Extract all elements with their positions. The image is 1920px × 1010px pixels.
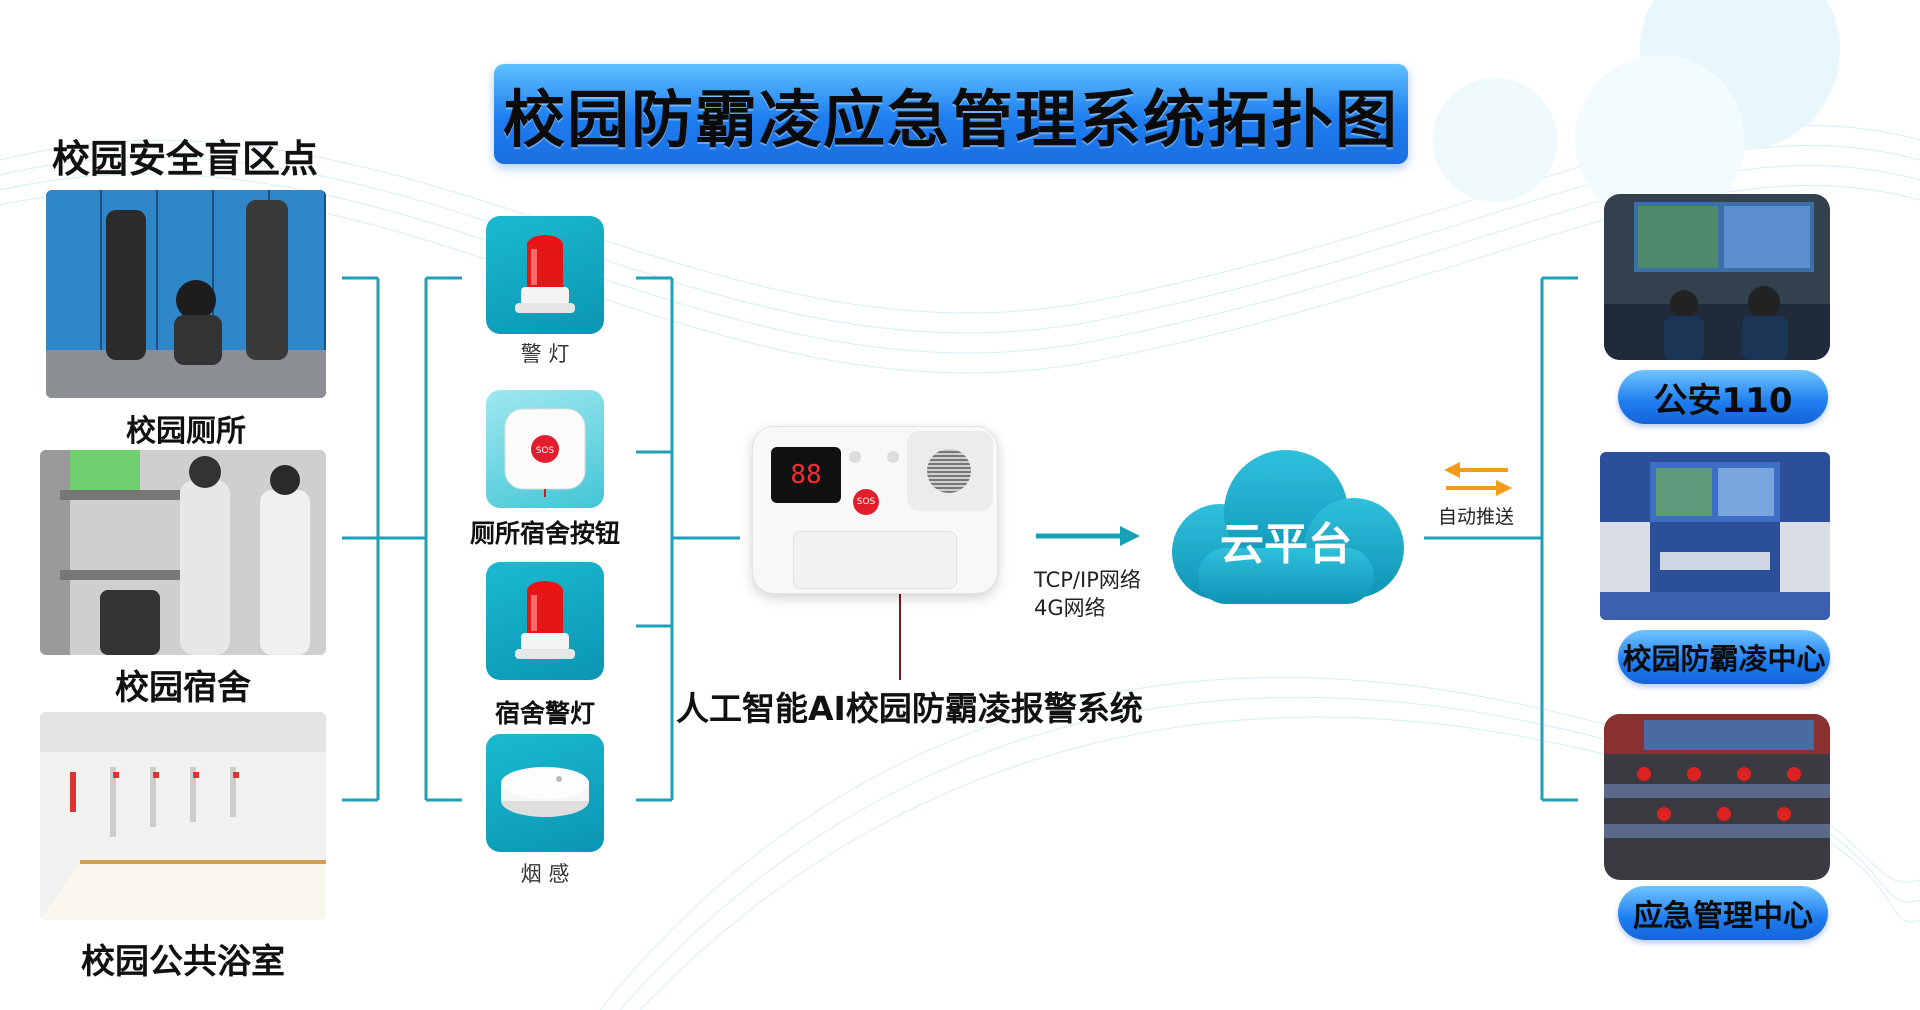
device-label-dorm-warning-light: 宿舍警灯: [494, 699, 595, 728]
device-smoke-detector: [486, 734, 604, 852]
sos-button-icon: SOS: [504, 408, 586, 497]
main-device-label: 人工智能AI校园防霸凌报警系统: [676, 689, 1143, 728]
cloud-label: 云平台: [1220, 519, 1352, 570]
device-label-sos-button: 厕所宿舍按钮: [469, 519, 620, 548]
indicator-light-icon: [849, 451, 861, 463]
speaker-icon: [927, 449, 971, 493]
blind-spot-heading: 校园安全盲区点: [51, 137, 318, 181]
indicator-light-icon: [887, 451, 899, 463]
device-dorm-warning-light: [486, 562, 604, 680]
photo-anti-bullying-center: [1600, 452, 1830, 620]
main-sos-button: SOS: [853, 489, 879, 515]
title-banner: 校园防霸凌应急管理系统拓扑图: [494, 64, 1408, 164]
place-toilet: 校园厕所: [126, 414, 246, 449]
warning-light-icon: [515, 235, 575, 313]
place-dorm: 校园宿舍: [115, 668, 251, 708]
label-anti-bullying-center: 校园防霸凌中心: [1618, 630, 1830, 684]
device-sos-button: SOS: [486, 390, 604, 508]
warning-light-icon: [515, 581, 575, 659]
speaker-grille: [907, 431, 993, 511]
cloud-platform: 云平台: [1158, 448, 1414, 624]
svg-text:SOS: SOS: [536, 446, 555, 456]
photo-bathroom: [40, 712, 326, 920]
photo-dorm: [40, 450, 326, 655]
auto-push-label: 自动推送: [1438, 506, 1515, 528]
smoke-detector-icon: [501, 767, 589, 817]
main-alarm-device: 88 SOS: [752, 426, 998, 594]
cloud-icon: [1172, 450, 1404, 604]
page-title: 校园防霸凌应急管理系统拓扑图: [502, 83, 1399, 156]
device-panel: [793, 531, 957, 589]
photo-toilet: [46, 190, 326, 398]
place-bathroom: 校园公共浴室: [81, 942, 285, 982]
device-display: 88: [771, 447, 841, 503]
device-warning-light: [486, 216, 604, 334]
push-arrows-icon: [1444, 462, 1512, 496]
photo-emergency-center: [1604, 714, 1830, 880]
network-4g-label: 4G网络: [1034, 596, 1106, 620]
device-label-warning-light: 警 灯: [520, 342, 570, 366]
label-police-110: 公安110: [1618, 370, 1828, 424]
network-tcp-label: TCP/IP网络: [1034, 568, 1141, 592]
device-label-smoke-detector: 烟 感: [520, 862, 570, 886]
photo-police-center: [1604, 194, 1830, 360]
label-emergency-center: 应急管理中心: [1618, 886, 1828, 940]
